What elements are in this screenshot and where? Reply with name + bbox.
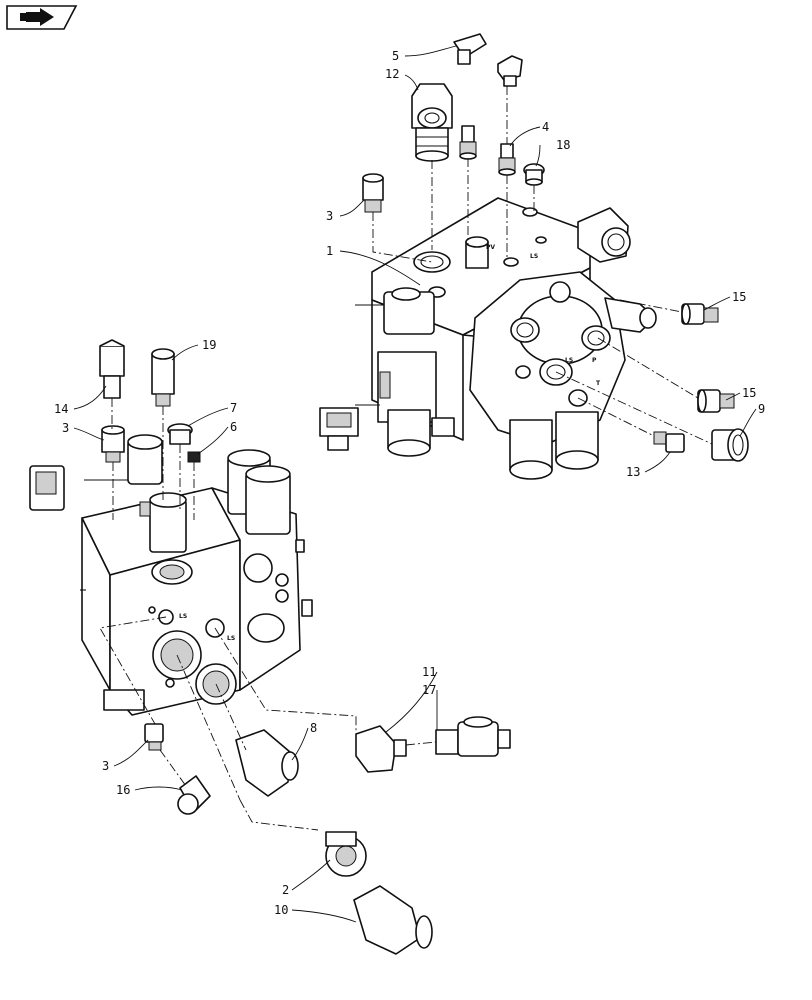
next-page-arrow-icon[interactable] <box>6 5 78 30</box>
callout-12: 12 <box>385 67 399 81</box>
plug-7 <box>167 423 193 445</box>
elbow-8 <box>235 729 299 797</box>
callout-17: 17 <box>422 683 436 697</box>
callout-18: 18 <box>556 138 570 152</box>
callout-2: 2 <box>282 883 289 897</box>
elbow-16 <box>177 775 211 815</box>
fitting-3-lower <box>144 723 164 751</box>
plug-18 <box>523 163 545 186</box>
callout-8: 8 <box>310 721 317 735</box>
elbow-11 <box>355 725 407 773</box>
callout-4: 4 <box>542 120 549 134</box>
port-label-pv: PV <box>486 244 495 251</box>
dust-cap-unlabeled <box>497 55 523 87</box>
adapter-2 <box>325 831 367 877</box>
callout-6: 6 <box>230 420 237 434</box>
callout-15-lower: 15 <box>742 386 756 400</box>
assembly-center-lines <box>99 86 713 831</box>
port-label-ls: LS <box>565 357 573 364</box>
callout-16: 16 <box>116 783 130 797</box>
upper-valve-assembly: LS P T PV LS <box>319 197 657 480</box>
callout-labels: 5 12 4 18 3 1 15 15 9 13 19 14 3 7 6 3 1… <box>54 49 765 917</box>
callout-3-left: 3 <box>62 421 69 435</box>
callout-11: 11 <box>422 665 436 679</box>
fitting-12-swivel <box>411 83 453 162</box>
callout-19: 19 <box>202 338 216 352</box>
tee-17 <box>435 716 511 757</box>
fitting-3-left-upper <box>101 425 125 463</box>
port-label-ls-front: LS <box>179 613 187 620</box>
fitting-14 <box>99 339 125 399</box>
fitting-15-top <box>681 303 719 325</box>
fitting-19 <box>151 348 175 407</box>
callout-13: 13 <box>626 465 640 479</box>
dust-cap-5 <box>453 33 487 65</box>
callout-3-lower: 3 <box>102 759 109 773</box>
fitting-3-upper <box>362 173 384 213</box>
callout-14: 14 <box>54 402 68 416</box>
elbow-10 <box>353 885 433 955</box>
connector-left <box>29 465 65 511</box>
port-label-lss: LS <box>530 253 538 260</box>
leader-lines <box>73 45 757 923</box>
callout-10: 10 <box>274 903 288 917</box>
lower-valve-assembly: LS LS <box>80 434 313 716</box>
port-label-t: T <box>596 380 601 387</box>
callout-7: 7 <box>230 401 237 415</box>
port-label-p: P <box>592 357 597 364</box>
fitting-13 <box>653 431 685 453</box>
port-label-ls-left: LS <box>227 635 235 642</box>
fitting-15-lower <box>697 389 735 413</box>
callout-1: 1 <box>326 244 333 258</box>
callout-5: 5 <box>392 49 399 63</box>
test-coupling-4 <box>498 143 516 176</box>
adapter-9 <box>711 428 749 462</box>
callout-15-top: 15 <box>732 290 746 304</box>
test-coupling-left <box>459 125 477 160</box>
callout-3-upper: 3 <box>326 209 333 223</box>
callout-9: 9 <box>758 402 765 416</box>
